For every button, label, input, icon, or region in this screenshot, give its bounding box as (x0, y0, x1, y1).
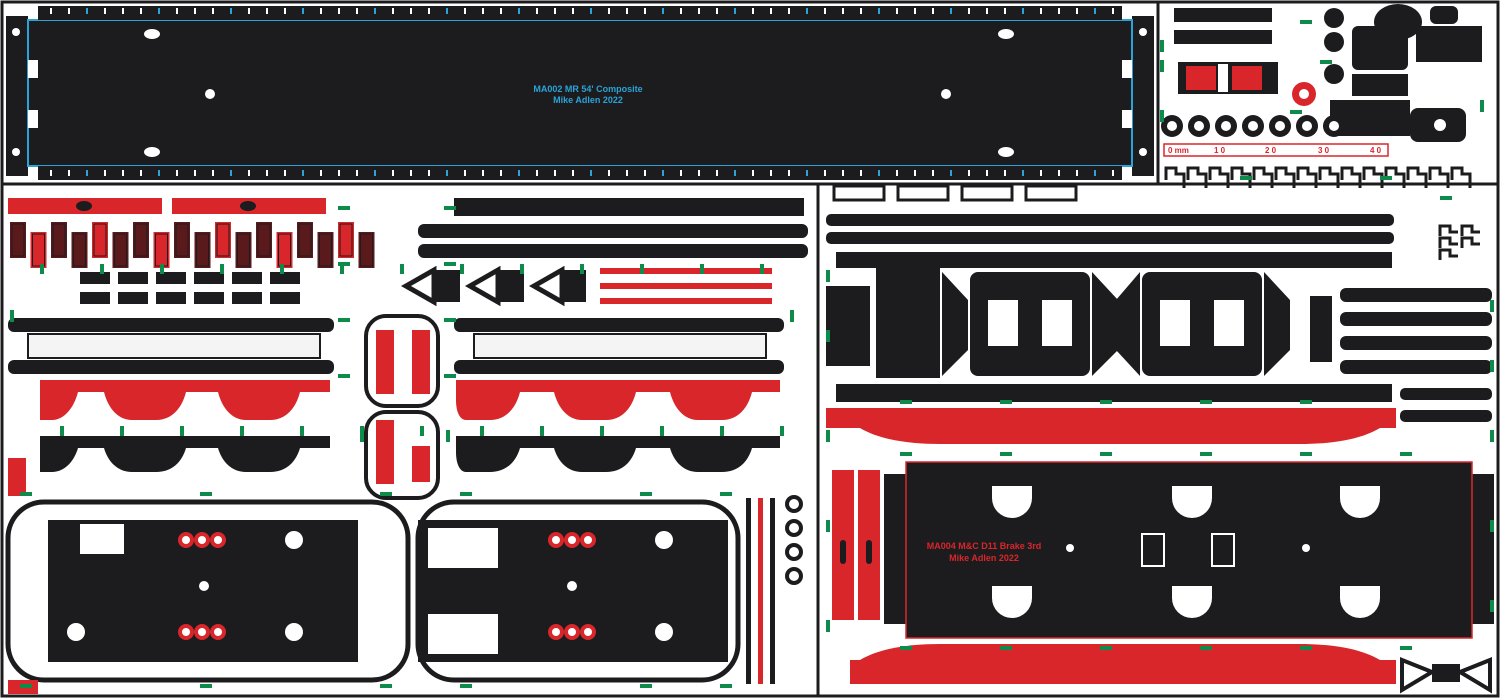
scale-ruler-icon (1163, 143, 1389, 157)
lower-panel-label-line2: Mike Adlen 2022 (949, 553, 1019, 563)
scale-tick-4: 4 0 (1370, 146, 1382, 155)
sprue-tabs (10, 20, 1494, 688)
top-panel: MA002 MR 54' Composite Mike Adlen 2022 (6, 6, 1154, 180)
scale-tick-3: 3 0 (1318, 146, 1330, 155)
right-section: MA004 M&C D11 Brake 3rd Mike Adlen 2022 (826, 184, 1494, 694)
top-right-parts: 0 mm 1 0 2 0 3 0 4 0 (1161, 4, 1482, 260)
top-panel-label-line1: MA002 MR 54' Composite (533, 84, 642, 94)
lower-panel-label-line1: MA004 M&C D11 Brake 3rd (927, 541, 1042, 551)
scale-tick-1: 1 0 (1214, 146, 1226, 155)
left-section (5, 198, 808, 694)
scale-unit: 0 mm (1168, 146, 1189, 155)
scale-tick-2: 2 0 (1265, 146, 1277, 155)
top-panel-label-line2: Mike Adlen 2022 (553, 95, 623, 105)
